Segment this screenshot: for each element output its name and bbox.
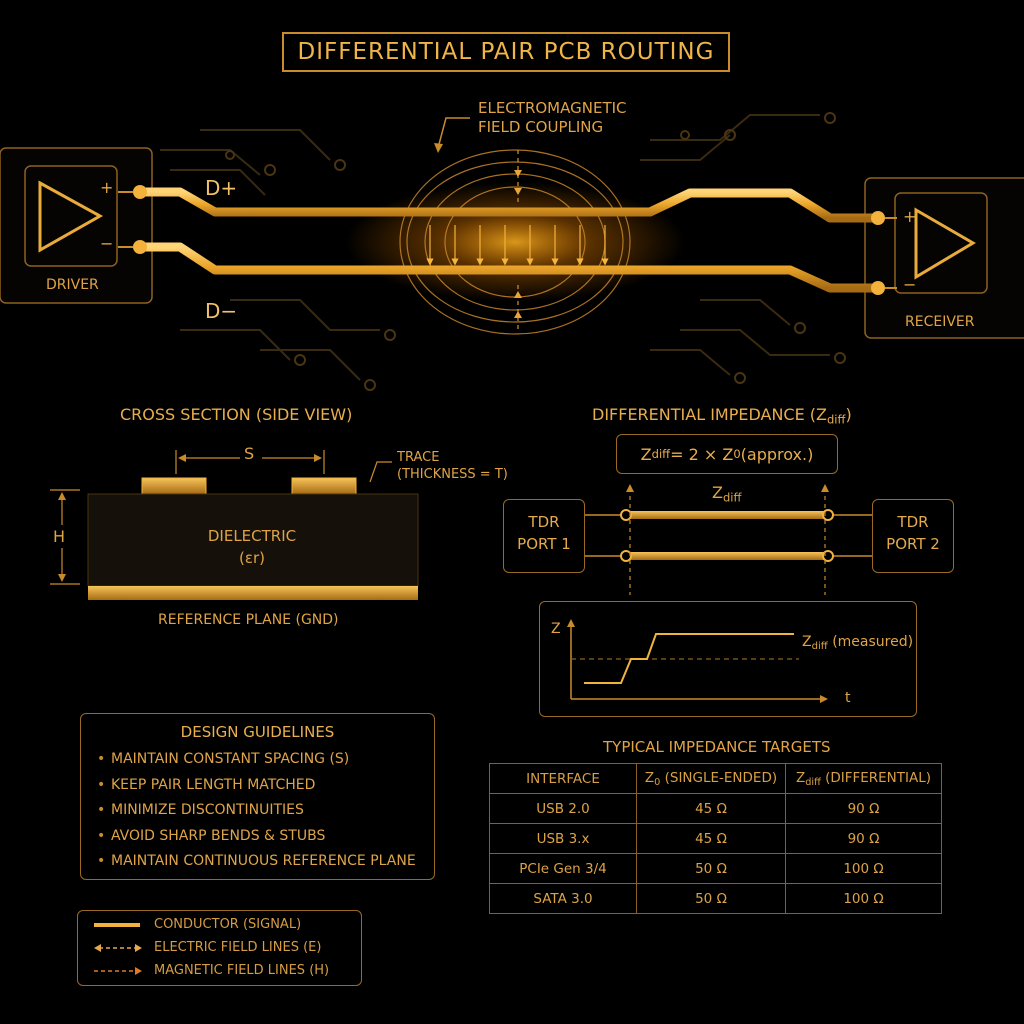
legend-panel: CONDUCTOR (SIGNAL) ELECTRIC FIELD LINES … bbox=[77, 910, 362, 986]
driver-box bbox=[0, 147, 153, 304]
trace-d-minus bbox=[140, 242, 878, 293]
header-zdiff: Zdiff (DIFFERENTIAL) bbox=[785, 763, 942, 794]
tdr-setup-diagram bbox=[584, 484, 872, 595]
pad-driver-minus bbox=[133, 240, 147, 254]
tdr-graph bbox=[567, 619, 828, 703]
targets-title: TYPICAL IMPEDANCE TARGETS bbox=[603, 738, 831, 756]
trace-d-plus bbox=[140, 187, 878, 223]
header-interface: INTERFACE bbox=[489, 763, 637, 794]
graph-measured-label: Zdiff (measured) bbox=[802, 634, 914, 653]
trace-label: TRACE (THICKNESS = T) bbox=[397, 450, 508, 482]
driver-minus-sign: − bbox=[100, 234, 114, 253]
legend-electric: ELECTRIC FIELD LINES (E) bbox=[94, 940, 321, 955]
tdr-trace-line bbox=[584, 633, 794, 684]
guideline-item: •KEEP PAIR LENGTH MATCHED bbox=[97, 776, 316, 793]
reference-plane-label: REFERENCE PLANE (GND) bbox=[158, 612, 339, 628]
impedance-title: DIFFERENTIAL IMPEDANCE (Zdiff) bbox=[592, 405, 852, 427]
dielectric-label: DIELECTRIC (εr) bbox=[207, 527, 297, 567]
field-coupling-label: ELECTROMAGNETIC FIELD COUPLING bbox=[478, 99, 627, 136]
legend-conductor: CONDUCTOR (SIGNAL) bbox=[94, 917, 301, 932]
guideline-item: •MINIMIZE DISCONTINUITIES bbox=[97, 802, 304, 818]
graph-y-label: Z bbox=[551, 621, 561, 637]
tdr-graph-box bbox=[539, 601, 917, 717]
receiver-amplifier-icon bbox=[914, 207, 976, 280]
driver-plus-sign: + bbox=[100, 178, 114, 197]
cross-trace-right bbox=[291, 477, 357, 495]
graph-x-label: t bbox=[845, 690, 851, 706]
receiver-label: RECEIVER bbox=[905, 314, 975, 330]
page-title: DIFFERENTIAL PAIR PCB ROUTING bbox=[282, 32, 730, 72]
pad-receiver-minus bbox=[871, 281, 885, 295]
reference-plane bbox=[88, 586, 418, 600]
zdiff-label: Zdiff bbox=[712, 483, 742, 505]
impedance-targets-table: INTERFACE Z0 (SINGLE-ENDED) Zdiff (DIFFE… bbox=[489, 763, 942, 914]
spacing-label: S bbox=[244, 444, 255, 463]
header-z0: Z0 (SINGLE-ENDED) bbox=[636, 763, 786, 794]
receiver-plus-sign: + bbox=[903, 207, 917, 226]
legend-magnetic: MAGNETIC FIELD LINES (H) bbox=[94, 963, 329, 978]
cross-trace-left bbox=[141, 477, 207, 495]
d-minus-label: D− bbox=[205, 299, 238, 323]
differential-pair-diagram bbox=[0, 112, 1024, 391]
pad-receiver-plus bbox=[871, 211, 885, 225]
table-header-row: INTERFACE Z0 (SINGLE-ENDED) Zdiff (DIFFE… bbox=[489, 763, 942, 794]
cross-section-title: CROSS SECTION (SIDE VIEW) bbox=[120, 405, 353, 424]
pad-driver-plus bbox=[133, 185, 147, 199]
electric-field-lines bbox=[426, 225, 609, 266]
guideline-item: •MAINTAIN CONTINUOUS REFERENCE PLANE bbox=[97, 853, 416, 869]
cross-section-diagram bbox=[50, 450, 419, 600]
d-plus-label: D+ bbox=[205, 176, 238, 200]
tdr-trace-top bbox=[630, 511, 824, 519]
guideline-item: •AVOID SHARP BENDS & STUBS bbox=[97, 827, 326, 844]
tdr-trace-bottom bbox=[630, 552, 824, 560]
field-glow bbox=[345, 182, 685, 302]
receiver-box bbox=[864, 177, 1024, 339]
guideline-item: •MAINTAIN CONSTANT SPACING (S) bbox=[97, 751, 350, 767]
driver-amplifier-icon bbox=[38, 180, 104, 253]
driver-label: DRIVER bbox=[46, 277, 99, 293]
background-circuit-traces bbox=[160, 114, 830, 381]
height-label: H bbox=[53, 527, 66, 546]
dielectric-layer bbox=[87, 493, 419, 587]
guidelines-title: DESIGN GUIDELINES bbox=[180, 723, 335, 741]
receiver-minus-sign: − bbox=[903, 275, 917, 294]
design-guidelines-panel: DESIGN GUIDELINES •MAINTAIN CONSTANT SPA… bbox=[80, 713, 435, 880]
